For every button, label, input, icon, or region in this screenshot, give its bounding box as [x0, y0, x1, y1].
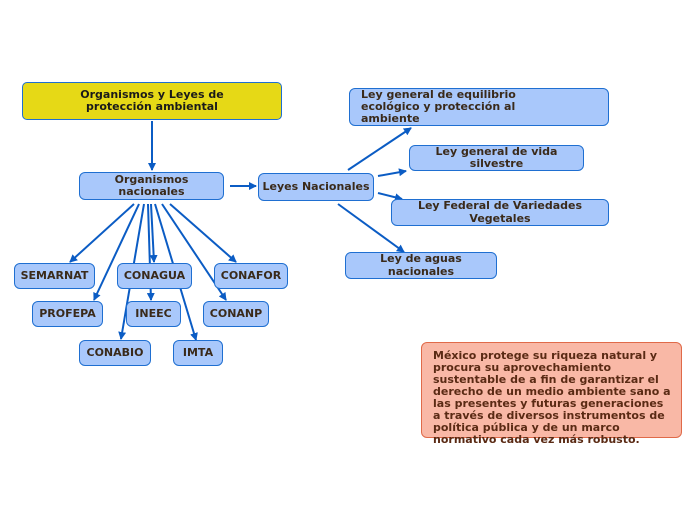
imta-node[interactable]: IMTA — [173, 340, 223, 366]
connector-leyes-variedades — [377, 192, 403, 202]
semarnat-label: SEMARNAT — [20, 268, 89, 282]
title-text: Organismos y Leyes de protección ambient… — [80, 87, 224, 113]
ley-vida-silvestre-label: Ley general de vida silvestre — [435, 144, 558, 170]
ley-aguas-label: Ley de aguas nacionales — [380, 252, 462, 278]
organismos-nacionales-node[interactable]: Organismos nacionales — [79, 172, 224, 200]
note-text: México protege su riqueza natural y proc… — [433, 349, 671, 446]
semarnat-node[interactable]: SEMARNAT — [14, 263, 95, 289]
ley-equilibrio-node[interactable]: Ley general de equilibrio ecológico y pr… — [349, 88, 609, 126]
connector-leyes-equilibrio — [347, 127, 412, 171]
ineec-node[interactable]: INEEC — [126, 301, 181, 327]
conagua-label: CONAGUA — [123, 268, 186, 282]
ley-variedades-node[interactable]: Ley Federal de Variedades Vegetales — [391, 199, 609, 226]
conanp-label: CONANP — [209, 306, 263, 320]
connector-leyes-vida — [377, 168, 407, 177]
connector-org-conagua — [149, 203, 158, 263]
connector-org-semarnat — [69, 203, 135, 263]
ineec-label: INEEC — [135, 306, 172, 320]
conagua-node[interactable]: CONAGUA — [117, 263, 192, 289]
conanp-node[interactable]: CONANP — [203, 301, 269, 327]
connector-leyes-aguas — [337, 203, 405, 253]
conabio-label: CONABIO — [86, 345, 144, 359]
conafor-node[interactable]: CONAFOR — [214, 263, 288, 289]
conabio-node[interactable]: CONABIO — [79, 340, 151, 366]
organismos-nacionales-label: Organismos nacionales — [114, 172, 189, 198]
ley-vida-silvestre-node[interactable]: Ley general de vida silvestre — [409, 145, 584, 171]
ley-aguas-node[interactable]: Ley de aguas nacionales — [345, 252, 497, 279]
title-node[interactable]: Organismos y Leyes de protección ambient… — [22, 82, 282, 120]
profepa-label: PROFEPA — [39, 306, 96, 320]
imta-label: IMTA — [182, 345, 214, 359]
profepa-node[interactable]: PROFEPA — [32, 301, 103, 327]
ley-equilibrio-label: Ley general de equilibrio ecológico y pr… — [361, 87, 516, 126]
conafor-label: CONAFOR — [220, 268, 282, 282]
ley-variedades-label: Ley Federal de Variedades Vegetales — [417, 199, 583, 225]
leyes-nacionales-node[interactable]: Leyes Nacionales — [258, 173, 374, 201]
connector-org-conafor — [169, 203, 237, 263]
connector-org-profepa — [93, 203, 140, 301]
leyes-nacionales-label: Leyes Nacionales — [262, 179, 370, 193]
note-box[interactable]: México protege su riqueza natural y proc… — [421, 342, 682, 445]
